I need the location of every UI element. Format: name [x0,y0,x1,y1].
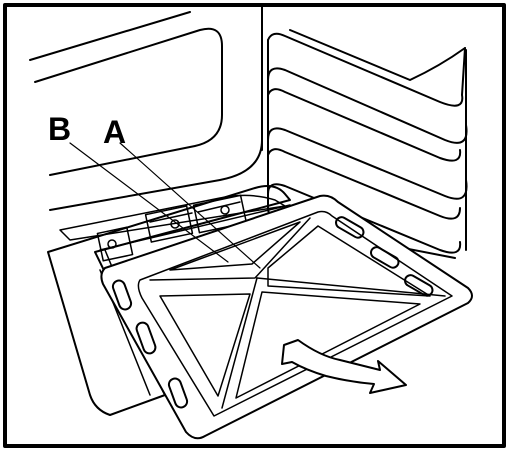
callout-leaders [69,142,261,269]
floor-clips [96,194,248,262]
leader-a [119,142,261,269]
oven-cavity [29,4,263,211]
arrow-icon [281,339,407,394]
figure-frame [3,3,506,448]
floor-cover-tray [100,194,473,440]
callout-label-b: B [48,111,72,147]
leader-b [69,142,229,263]
callout-label-a: A [103,114,127,150]
